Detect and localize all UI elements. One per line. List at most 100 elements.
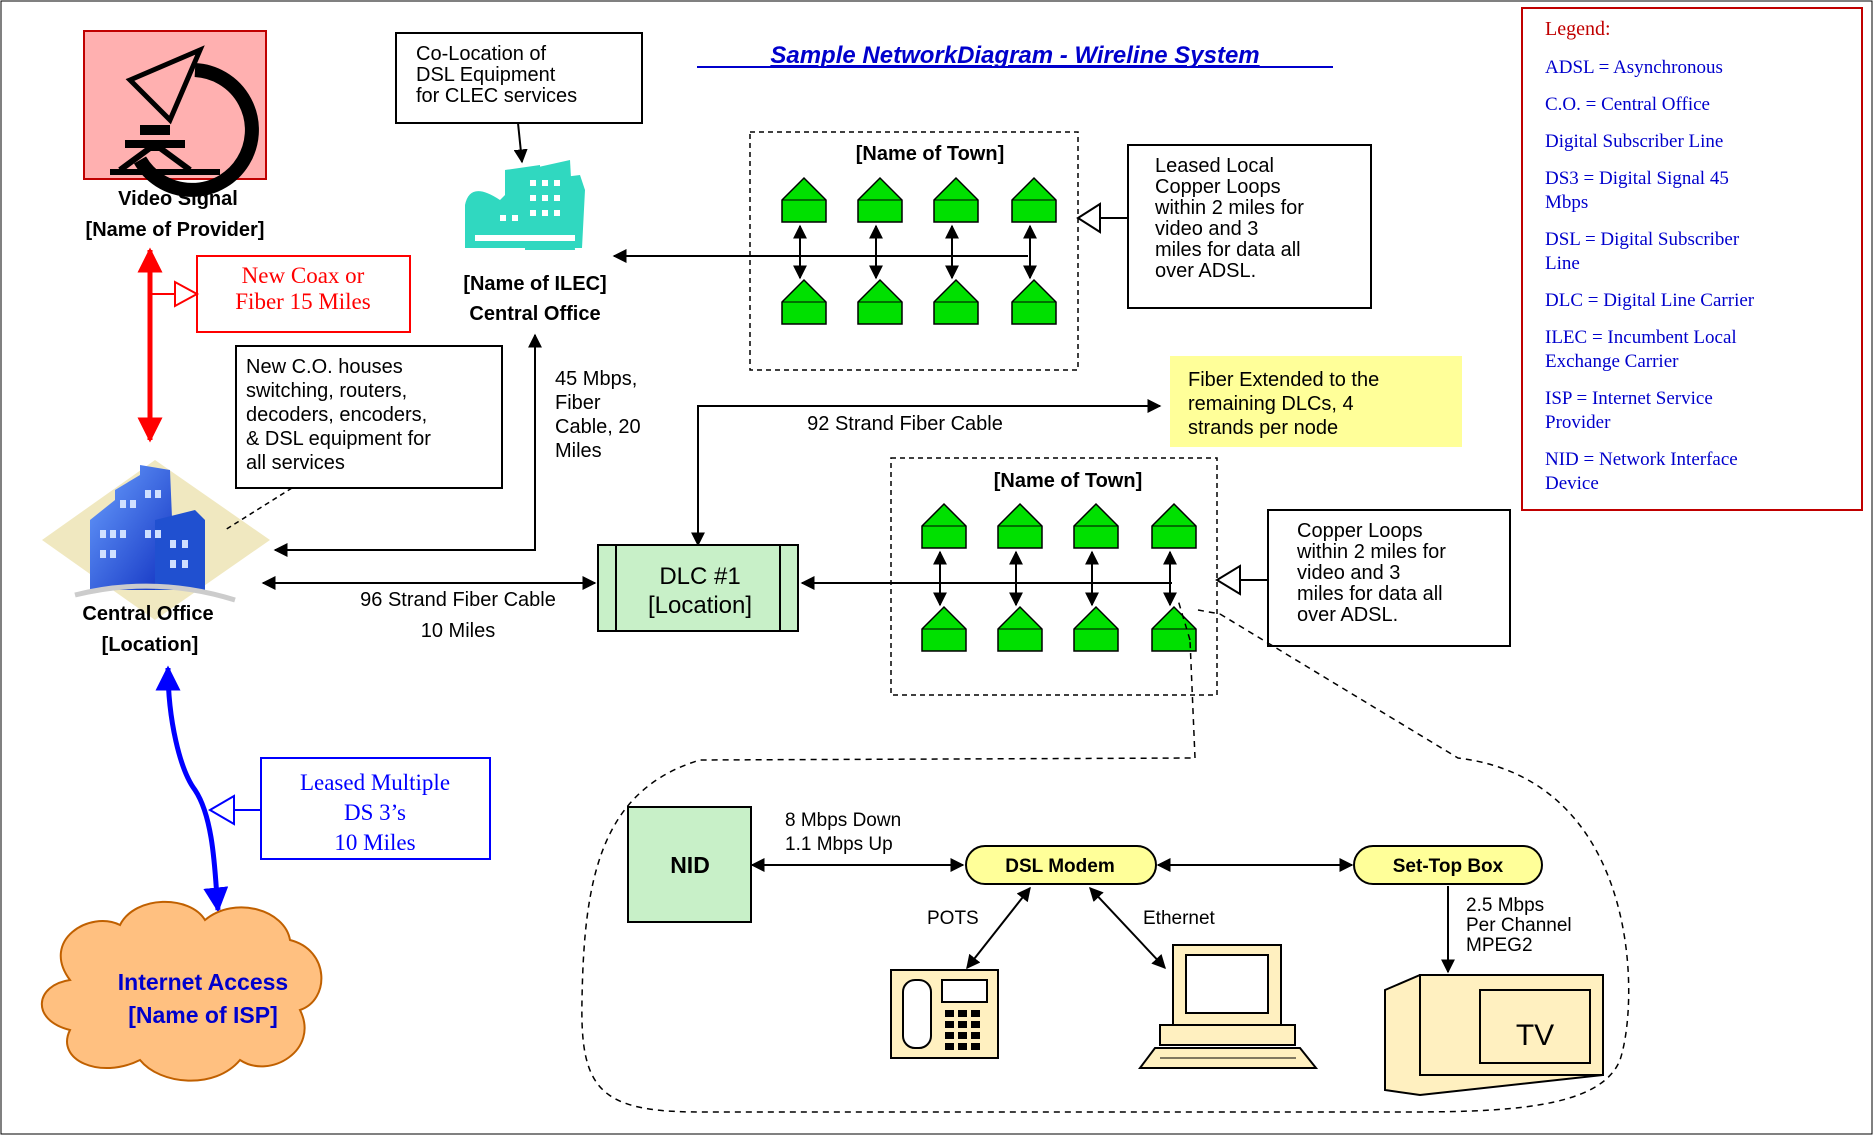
leased-loops-text-line: Leased Local — [1155, 155, 1274, 177]
colocation-arrow — [513, 122, 528, 164]
ds3-text-line: DS 3’s — [344, 800, 406, 825]
legend-item: Digital Subscriber Line — [1545, 131, 1723, 152]
satellite-dish-icon — [83, 30, 267, 197]
fiber-extended-text-line: strands per node — [1188, 417, 1338, 439]
leased-loops-text-line: Copper Loops — [1155, 176, 1281, 198]
video-signal-label: Video Signal — [118, 188, 238, 210]
town-mid-boundary — [890, 457, 1218, 696]
fiber96-label: 96 Strand Fiber Cable — [360, 589, 556, 611]
central-office-location: [Location] — [102, 634, 199, 656]
town-mid-houses — [921, 502, 1197, 652]
colocation-text-line: DSL Equipment — [416, 64, 556, 86]
leased-loops-text-line: video and 3 — [1155, 218, 1258, 240]
isp-name: [Name of ISP] — [128, 1002, 278, 1028]
speed-up: 1.1 Mbps Up — [785, 834, 893, 855]
new-co-pointer — [224, 487, 293, 531]
town-top-boundary — [749, 131, 1079, 371]
town-top-label: [Name of Town] — [856, 143, 1005, 165]
fiber92-label: 92 Strand Fiber Cable — [807, 413, 1003, 435]
copper-loops-text-line: miles for data all — [1297, 583, 1443, 605]
set-top-box — [1353, 845, 1543, 885]
video-provider-label: [Name of Provider] — [86, 219, 265, 241]
set-top-box-label: Set-Top Box — [1393, 856, 1504, 877]
town-mid-label: [Name of Town] — [994, 470, 1143, 492]
town-top-houses — [781, 176, 1057, 325]
fiber45-link — [273, 333, 542, 557]
ilec-office: Central Office — [469, 303, 600, 325]
legend-item: ILEC = Incumbent Local — [1545, 327, 1737, 348]
dlc-box: DLC #1 [Location] — [597, 544, 799, 632]
legend-item: DLC = Digital Line Carrier — [1545, 290, 1755, 311]
channel-text-line: Per Channel — [1466, 915, 1572, 936]
detail-pointer — [1177, 599, 1221, 641]
dlc-location: [Location] — [648, 592, 752, 619]
internet-cloud-icon — [40, 900, 323, 1082]
tv-icon: TV — [1384, 974, 1604, 1097]
central-office-label: Central Office — [82, 603, 213, 625]
modem-phone-link — [966, 886, 1031, 970]
copper-loops-text-line: Copper Loops — [1297, 520, 1423, 542]
fiber45-text-line: Cable, 20 — [555, 416, 641, 438]
co-to-isp-link — [155, 665, 229, 913]
fiber-extended-text-line: remaining DLCs, 4 — [1188, 393, 1354, 415]
ilec-name: [Name of ILEC] — [463, 273, 606, 295]
new-co-text-line: switching, routers, — [246, 380, 407, 402]
fiber45-text-line: Miles — [555, 440, 602, 462]
legend-item: Provider — [1545, 412, 1611, 433]
dsl-modem-label: DSL Modem — [1005, 856, 1114, 877]
leased-loops-text-line: within 2 miles for — [1154, 197, 1304, 219]
dlc-name: DLC #1 — [659, 563, 740, 590]
dsl-modem — [965, 845, 1157, 885]
copper-loops-text-line: over ADSL. — [1297, 604, 1398, 626]
tv-label: TV — [1516, 1019, 1554, 1052]
new-co-text-line: all services — [246, 452, 345, 474]
ds3-text-line: Leased Multiple — [300, 770, 450, 795]
legend-heading: Legend: — [1545, 18, 1611, 40]
colocation-text-line: Co-Location of — [416, 43, 547, 65]
coax-line1: New Coax or — [242, 263, 365, 288]
legend-item: ADSL = Asynchronous — [1545, 57, 1723, 78]
new-co-text-line: New C.O. houses — [246, 356, 403, 378]
legend-item: NID = Network Interface — [1545, 449, 1738, 470]
computer-icon — [1138, 944, 1319, 1069]
legend-item: Line — [1545, 253, 1580, 274]
legend-item: Exchange Carrier — [1545, 351, 1679, 372]
legend-item: Device — [1545, 473, 1599, 494]
new-co-text-line: decoders, encoders, — [246, 404, 427, 426]
legend-item: Mbps — [1545, 192, 1588, 213]
fiber45-text-line: Fiber — [555, 392, 601, 414]
colocation-text-line: for CLEC services — [416, 85, 577, 107]
fiber92-link — [691, 399, 1162, 547]
copper-loops-text-line: within 2 miles for — [1296, 541, 1446, 563]
legend-item: C.O. = Central Office — [1545, 94, 1710, 115]
legend-item: ISP = Internet Service — [1545, 388, 1713, 409]
central-office-icon — [42, 460, 270, 620]
diagram-title: Sample NetworkDiagram - Wireline System — [770, 42, 1259, 69]
speed-down: 8 Mbps Down — [785, 810, 901, 831]
fiber96-distance: 10 Miles — [421, 620, 495, 642]
copper-loops-text-line: video and 3 — [1297, 562, 1400, 584]
legend-item: DSL = Digital Subscriber — [1545, 229, 1740, 250]
legend-item: DS3 = Digital Signal 45 — [1545, 168, 1729, 189]
new-co-text-line: & DSL equipment for — [246, 428, 431, 450]
channel-text-line: 2.5 Mbps — [1466, 895, 1544, 916]
ds3-text-line: 10 Miles — [334, 830, 415, 855]
ds3-callout: Leased Multiple DS 3’s 10 Miles — [208, 757, 491, 860]
coax-callout: New Coax or Fiber 15 Miles — [150, 255, 411, 333]
coax-line2: Fiber 15 Miles — [235, 289, 370, 314]
ethernet-label: Ethernet — [1143, 908, 1216, 929]
pots-label: POTS — [927, 908, 979, 929]
ds3-text: Leased Multiple DS 3’s 10 Miles — [300, 770, 450, 855]
